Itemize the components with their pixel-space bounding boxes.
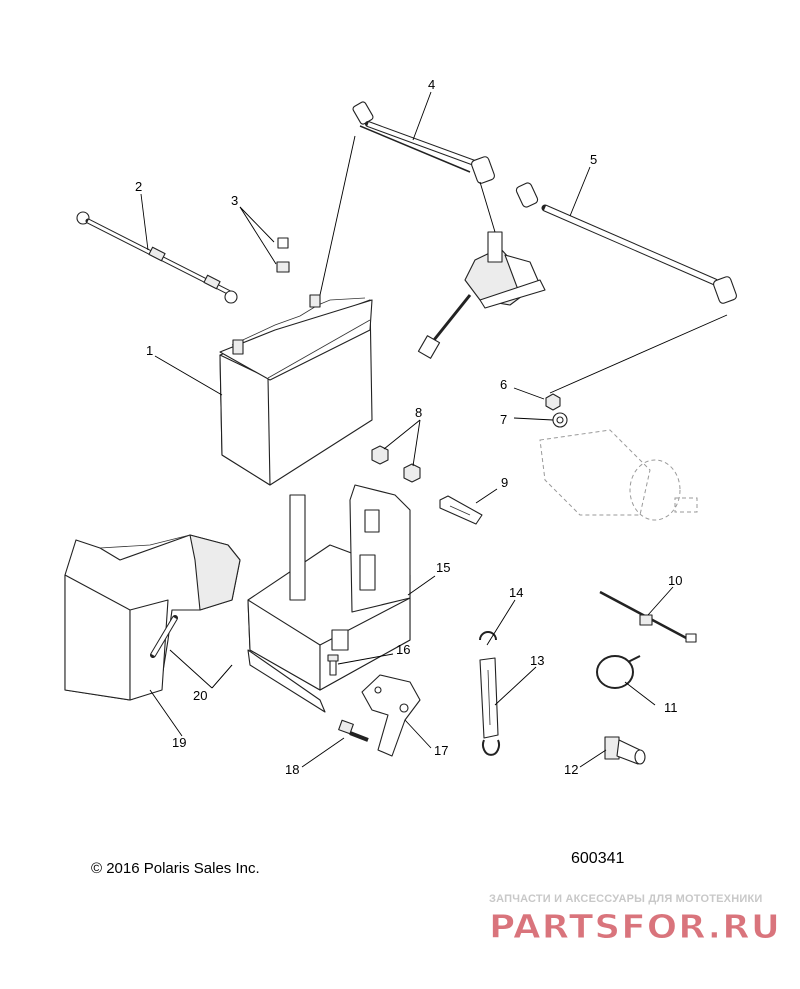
bolt-16 xyxy=(327,654,339,676)
flange-nuts xyxy=(371,445,421,483)
callout-14: 14 xyxy=(509,585,523,600)
battery xyxy=(219,294,373,486)
diagram-number: 600341 xyxy=(571,850,625,867)
callout-18: 18 xyxy=(285,762,299,777)
starter-solenoid xyxy=(417,231,546,359)
callout-9: 9 xyxy=(501,475,508,490)
callout-1: 1 xyxy=(146,343,153,358)
callout-6: 6 xyxy=(500,377,507,392)
callout-5: 5 xyxy=(590,152,597,167)
cover-rod xyxy=(150,615,178,658)
terminal-bolt-nut xyxy=(276,237,290,273)
copyright-text: © 2016 Polaris Sales Inc. xyxy=(91,860,260,877)
watermark-logo-text: PARTSFOR.RU xyxy=(489,907,781,943)
callout-20: 20 xyxy=(193,688,207,703)
cable-assembly-positive xyxy=(352,101,495,184)
callout-labels: 1 2 3 4 5 6 7 8 9 10 11 12 13 14 15 16 1… xyxy=(135,77,682,777)
callout-10: 10 xyxy=(668,573,682,588)
watermark-tagline: ЗАПЧАСТИ И АКСЕССУАРЫ ДЛЯ МОТОТЕХНИКИ xyxy=(489,893,763,905)
battery-cover xyxy=(64,534,241,701)
watermark-logo: PARTSFOR.RU xyxy=(489,907,781,943)
callout-19: 19 xyxy=(172,735,186,750)
callout-16: 16 xyxy=(396,642,410,657)
bolt-18 xyxy=(338,719,369,742)
nut-washer xyxy=(545,393,568,428)
starter-cable xyxy=(515,182,737,304)
battery-cable-negative xyxy=(76,211,238,304)
hose-clamp xyxy=(596,655,641,689)
callout-3: 3 xyxy=(231,193,238,208)
callout-11: 11 xyxy=(664,700,678,715)
starter-motor xyxy=(539,429,698,521)
battery-box xyxy=(247,484,411,713)
callout-4: 4 xyxy=(428,77,435,92)
callout-17: 17 xyxy=(434,743,448,758)
callout-13: 13 xyxy=(530,653,544,668)
terminal-boot xyxy=(604,736,646,765)
callout-2: 2 xyxy=(135,179,142,194)
callout-12: 12 xyxy=(564,762,578,777)
battery-strap xyxy=(479,631,500,756)
callout-8: 8 xyxy=(415,405,422,420)
callout-15: 15 xyxy=(436,560,450,575)
mount-bracket xyxy=(361,674,421,757)
leader-lines xyxy=(140,91,728,768)
callout-7: 7 xyxy=(500,412,507,427)
strap-small xyxy=(439,495,483,525)
cable-tie xyxy=(599,590,697,643)
